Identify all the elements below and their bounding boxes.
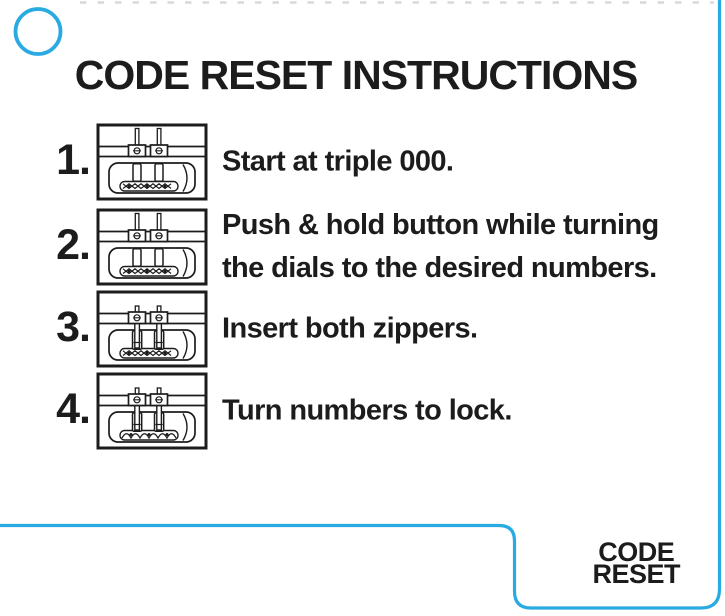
step-text-line: the dials to the desired numbers.: [222, 252, 657, 284]
step-text-line: Turn numbers to lock.: [222, 394, 512, 427]
page-title: CODE RESET INSTRUCTIONS: [74, 52, 638, 98]
step-number: 4.: [56, 385, 91, 434]
step-row-4: 4.: [0, 372, 725, 450]
step-row-2: 2.: [0, 208, 725, 286]
step-text-line: Push & hold button while turning: [222, 209, 659, 241]
brand-line-reset: RESET: [592, 559, 680, 589]
hang-hole-circle-icon: [13, 7, 63, 56]
step-number: 1.: [56, 136, 91, 185]
lock-dials-at-000-icon: [96, 123, 208, 201]
step-text: Insert both zippers.: [222, 308, 478, 351]
step-row-3: 3.: [0, 290, 725, 368]
lock-push-button-turn-dials-icon: [96, 208, 208, 286]
step-row-1: 1.: [0, 123, 725, 201]
step-number: 3.: [56, 303, 91, 352]
step-text-line: Insert both zippers.: [222, 312, 478, 345]
step-text: Push & hold button while turning the dia…: [222, 204, 659, 290]
step-text: Turn numbers to lock.: [222, 390, 512, 433]
step-text-line: Start at triple 000.: [222, 145, 454, 178]
lock-zippers-inserted-icon: [96, 290, 208, 368]
lock-numbers-turned-icon: [96, 372, 208, 450]
step-number: 2.: [56, 221, 91, 270]
step-text: Start at triple 000.: [222, 141, 454, 184]
brand-code-reset-label: CODE RESET: [592, 537, 680, 589]
brand-line-code: CODE: [598, 537, 675, 567]
